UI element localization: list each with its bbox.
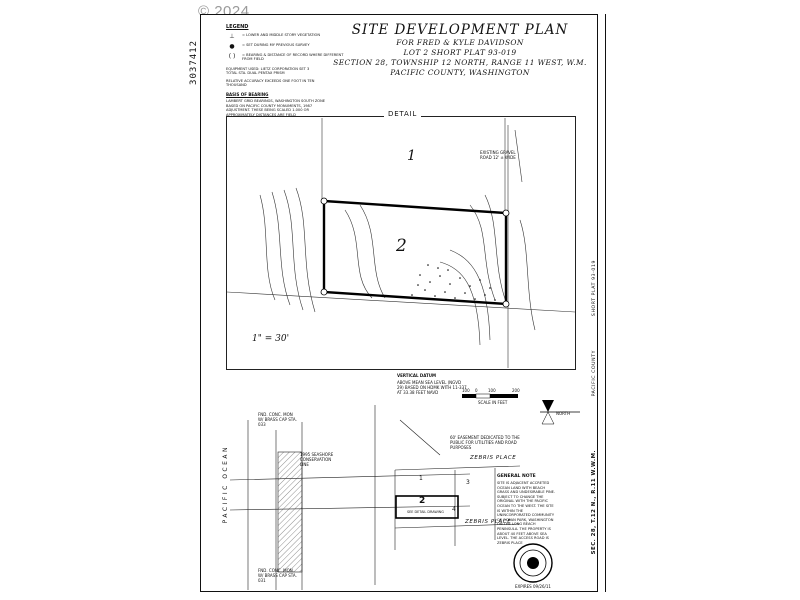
contour-line	[359, 204, 386, 299]
scale-mark: 0	[475, 388, 478, 393]
corner-marker	[502, 209, 510, 217]
corner-marker	[502, 300, 510, 308]
title-line: FOR FRED & KYLE DAVIDSON	[396, 38, 524, 47]
ocean-label: PACIFIC OCEAN	[222, 445, 229, 524]
strip-line: SHORT PLAT 93-019	[592, 260, 597, 317]
contour-line	[271, 191, 291, 306]
title-line: PACIFIC COUNTY, WASHINGTON	[390, 68, 530, 77]
contour-line	[519, 219, 536, 331]
road-label-top: ZEBRIS PLACE	[470, 455, 517, 461]
plan-title: SITE DEVELOPMENT PLAN	[351, 22, 569, 38]
vertical-datum-title: VERTICAL DATUM	[397, 373, 436, 378]
monument-bottom: FND. CONC. MON. W/ BRASS CAP STA. 031	[258, 568, 297, 583]
legend: LEGEND ⊥ = LOWER AND MIDDLE STORY VEGETA…	[226, 24, 346, 117]
scale-mark: 100	[488, 388, 496, 393]
gravel-road-note: EXISTING GRAVEL ROAD 12' ± WIDE	[480, 150, 516, 160]
easement-note: 60' EASEMENT DEDICATED TO THE PUBLIC FOR…	[450, 435, 520, 450]
strip-title: SEC. 28, T.12 N., R.11 W.W.M.	[591, 450, 597, 555]
general-note-title: GENERAL NOTE	[497, 474, 536, 479]
legend-row: ⊥ = LOWER AND MIDDLE STORY VEGETATION	[226, 33, 346, 40]
strip-line: PACIFIC COUNTY	[592, 350, 597, 397]
seal-expiry: EXPIRES 09/26/11	[515, 584, 551, 589]
detail-lot-1: 1	[407, 148, 416, 164]
corner-marker	[320, 288, 328, 296]
legend-symbol: ●	[229, 43, 235, 50]
title-block: SITE DEVELOPMENT PLAN FOR FRED & KYLE DA…	[320, 22, 600, 78]
general-note-text: SITE IS ADJACENT ACCRETED OCEAN LAND WIT…	[497, 481, 556, 545]
contour-line	[469, 204, 496, 301]
title-line: SECTION 28, TOWNSHIP 12 NORTH, RANGE 11 …	[333, 58, 587, 67]
title-line: LOT 2 SHORT PLAT 93-019	[403, 48, 517, 57]
legend-symbol: ⊥	[229, 33, 235, 40]
road-line	[226, 291, 576, 313]
detail-scale: 1" = 30'	[252, 334, 290, 344]
equipment-note: EQUIPMENT USED: LIETZ CORPORATION SET 3 …	[226, 66, 310, 76]
detail-label: DETAIL	[384, 110, 422, 118]
leader-line	[399, 419, 441, 456]
scale-bar-label: SCALE IN FEET	[478, 400, 508, 405]
road-edge	[394, 465, 521, 471]
parcel-line	[229, 505, 471, 511]
vertical-datum-text: ABOVE MEAN SEA LEVEL (NGVD 29) BASED ON …	[397, 380, 467, 395]
scale-mark: 200	[512, 388, 520, 393]
surveyor-seal-icon	[513, 543, 553, 583]
legend-title: LEGEND	[226, 24, 249, 30]
contour-line	[449, 249, 491, 341]
plan-lot-3: 3	[466, 479, 470, 486]
scale-bar	[462, 393, 518, 399]
north-arrow-icon	[540, 400, 580, 425]
parcel-line	[229, 473, 471, 481]
vegetation-stipple	[411, 264, 496, 301]
contour-line	[295, 187, 316, 313]
legend-text: = SET DURING MY PREVIOUS SURVEY	[242, 43, 310, 47]
basis-text: LAMBERT GRID BEARINGS, WASHINGTON SOUTH …	[226, 99, 326, 117]
legend-symbol: ( )	[228, 53, 236, 60]
corner-marker	[320, 197, 328, 205]
legend-text: = BEARING & DISTANCE OF RECORD WHERE DIF…	[242, 53, 344, 62]
contour-line	[344, 209, 373, 299]
leader-line	[514, 129, 523, 183]
lot-2-outline	[395, 495, 459, 519]
plan-lot-1: 1	[419, 475, 423, 482]
monument-top: FND. CONC. MON W/ BRASS CAP STA. 033	[258, 412, 297, 427]
lot-2-note: SEE DETAIL DRAWING	[407, 510, 444, 514]
scale-mark: 100	[462, 388, 470, 393]
north-label: NORTH	[556, 411, 571, 416]
road-label-bottom: ZEBRIS PLACE	[465, 519, 512, 525]
road-edge	[394, 523, 521, 529]
dune-note: 1995 SEASHORE CONSERVATION LINE	[300, 452, 334, 467]
conservation-hatch	[277, 451, 303, 573]
accuracy-note: RELATIVE ACCURACY EXCEEDS ONE FOOT IN TE…	[226, 78, 315, 88]
contour-line	[259, 194, 276, 301]
legend-text: = LOWER AND MIDDLE STORY VEGETATION	[242, 33, 321, 37]
legend-row: ( ) = BEARING & DISTANCE OF RECORD WHERE…	[226, 53, 346, 62]
contour-line	[283, 189, 304, 311]
plan-lot-4: 4	[452, 506, 456, 513]
side-strip	[598, 14, 606, 592]
contour-line	[439, 261, 481, 346]
general-note: GENERAL NOTE SITE IS ADJACENT ACCRETED O…	[497, 474, 557, 545]
detail-lot-2: 2	[396, 236, 407, 256]
basis-title: BASIS OF BEARING	[226, 92, 269, 98]
lot-2-boundary	[322, 199, 508, 306]
legend-row: ● = SET DURING MY PREVIOUS SURVEY	[226, 43, 346, 50]
contour-line	[484, 194, 507, 303]
plan-lot-2: 2	[419, 496, 426, 506]
